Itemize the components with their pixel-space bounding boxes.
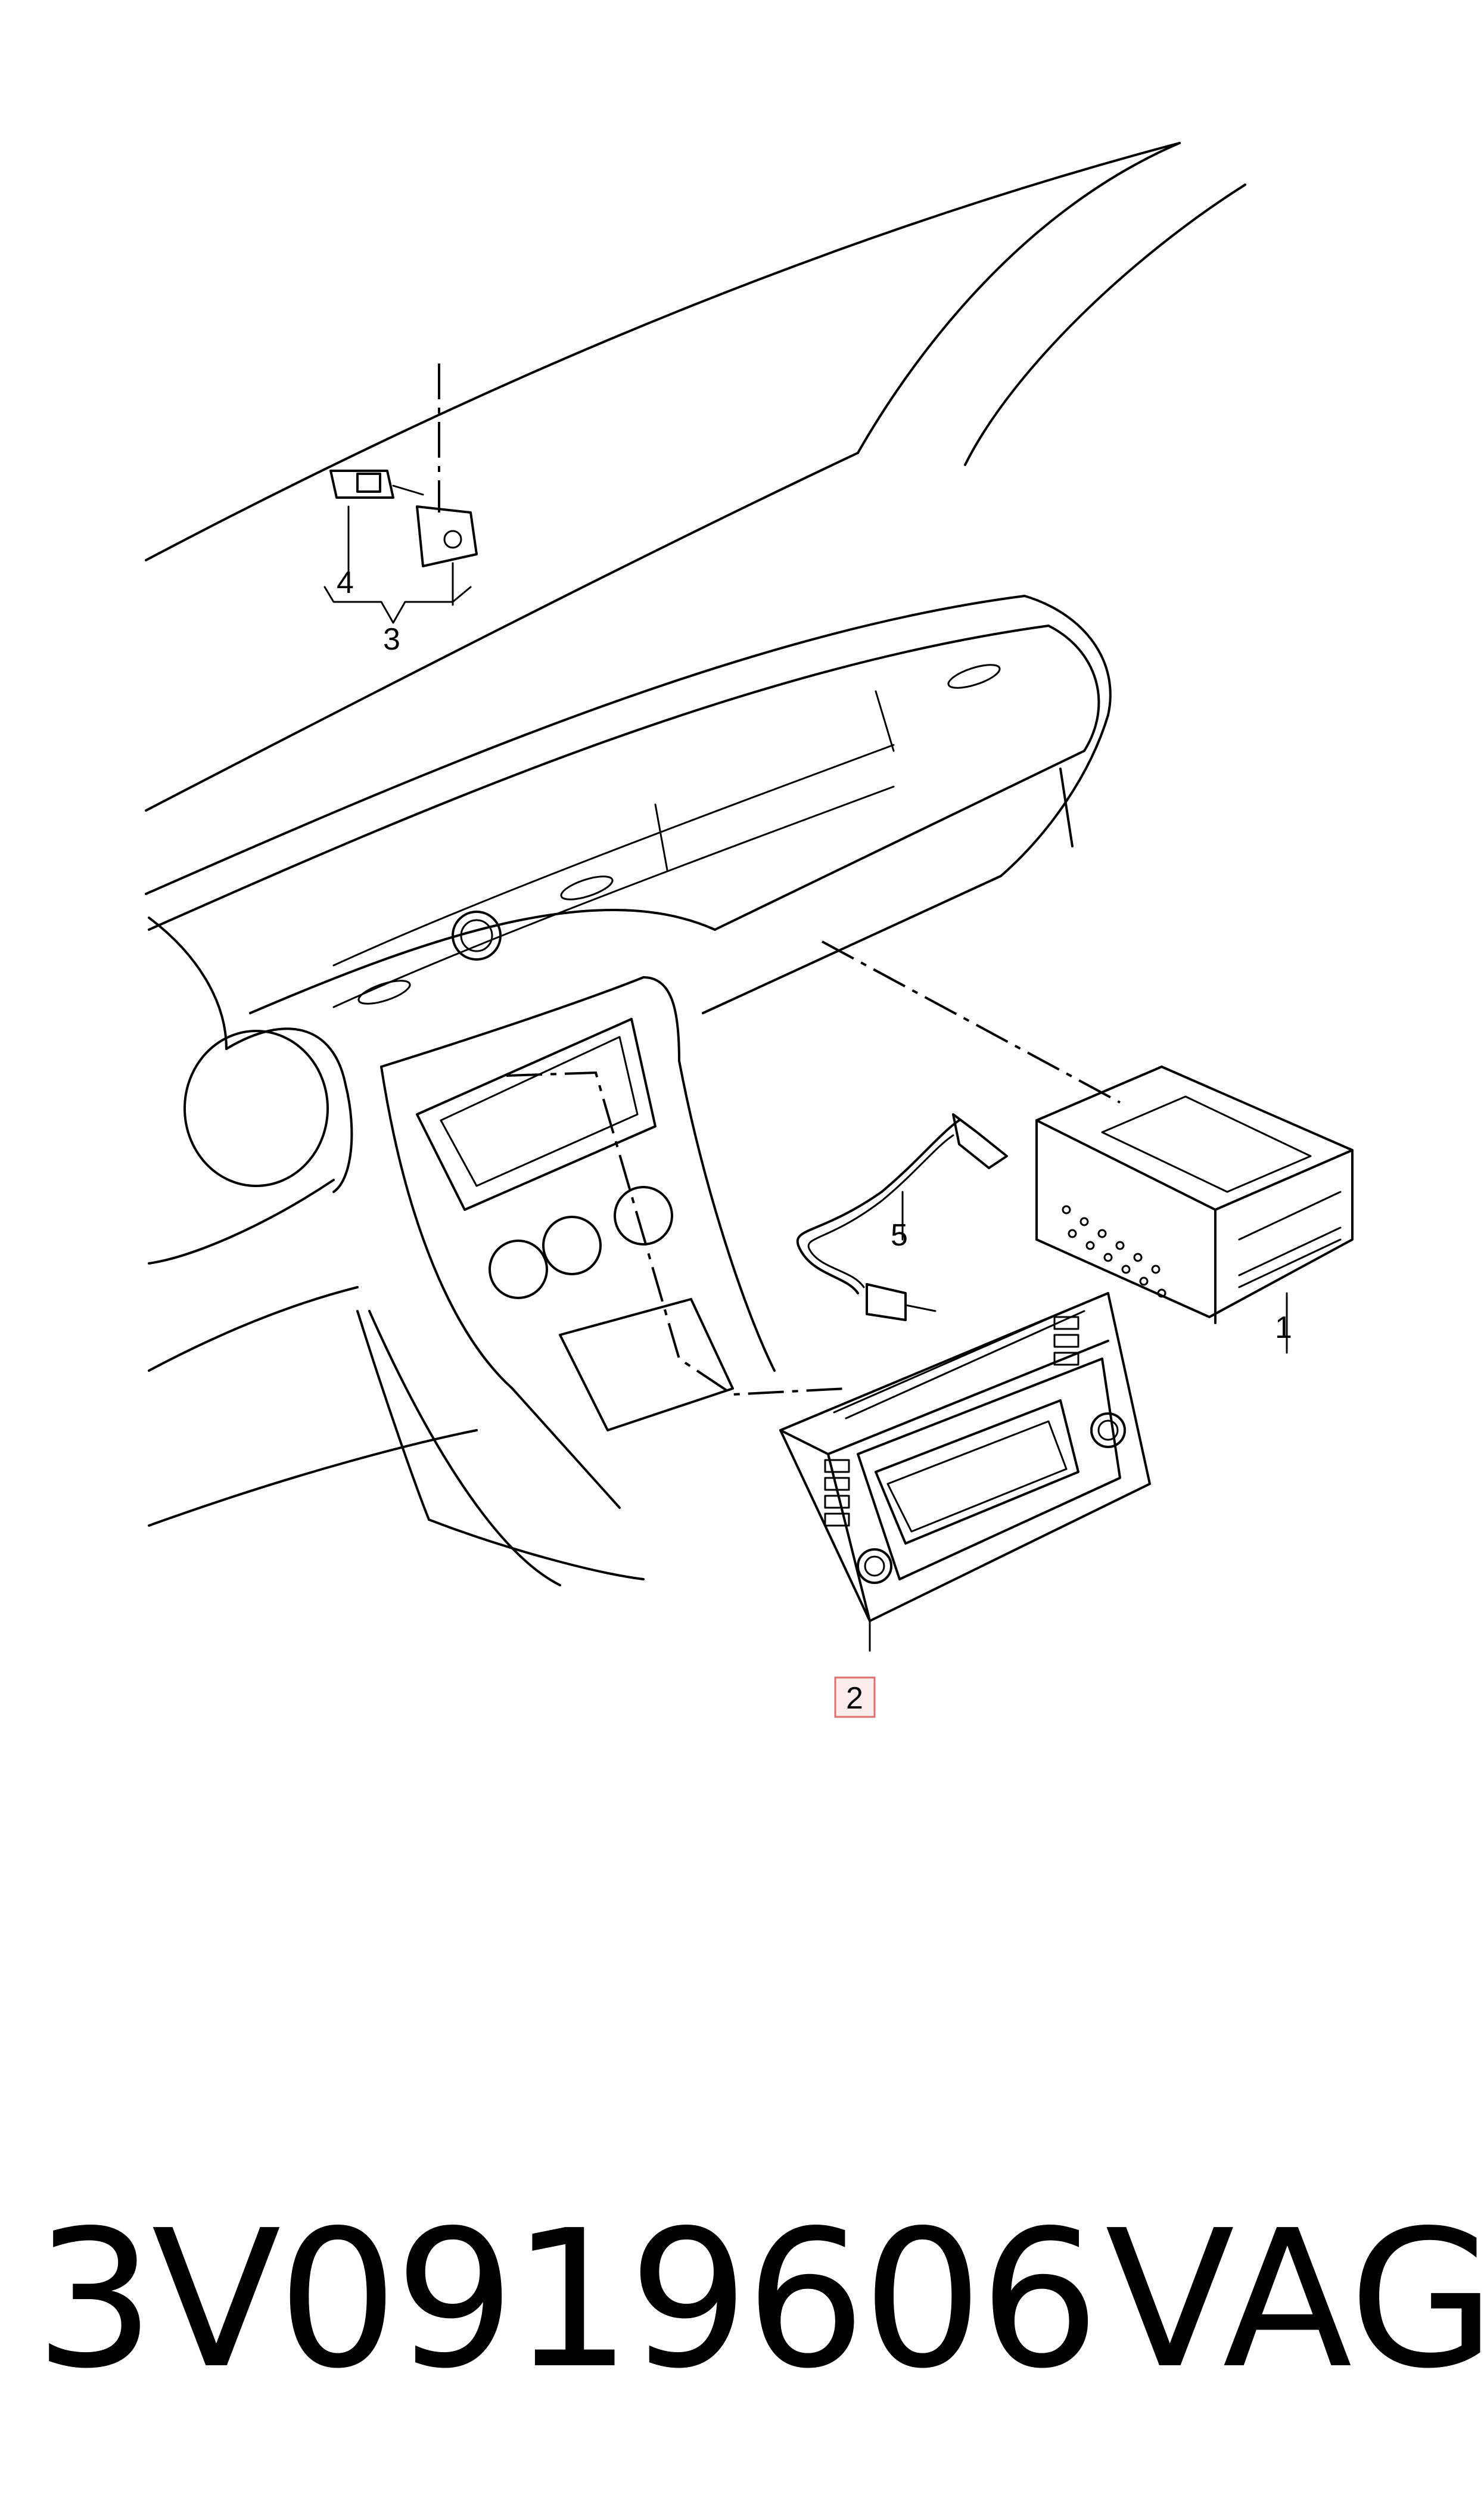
media-unit-part-1 bbox=[1035, 1066, 1354, 1354]
callout-2-highlight: 2 bbox=[834, 1676, 876, 1718]
assembly-leader-lines bbox=[438, 364, 1121, 1396]
callout-label-3: 3 bbox=[383, 622, 400, 657]
brand-text: VAG bbox=[1105, 2189, 1484, 2410]
callout-label-1: 1 bbox=[1275, 1310, 1292, 1345]
antenna-connector-parts bbox=[323, 470, 478, 624]
antenna-cable-part-5 bbox=[796, 1113, 1008, 1321]
callout-label-2: 2 bbox=[846, 1681, 863, 1716]
part-number-text: 3V0919606 bbox=[35, 2189, 1100, 2410]
center-console bbox=[148, 976, 776, 1586]
callout-label-4: 4 bbox=[337, 566, 354, 600]
callout-label-5: 5 bbox=[891, 1218, 908, 1253]
windshield-outline bbox=[145, 142, 1246, 812]
radio-head-unit-part-2 bbox=[779, 1292, 1151, 1652]
dashboard-body bbox=[145, 595, 1112, 1372]
